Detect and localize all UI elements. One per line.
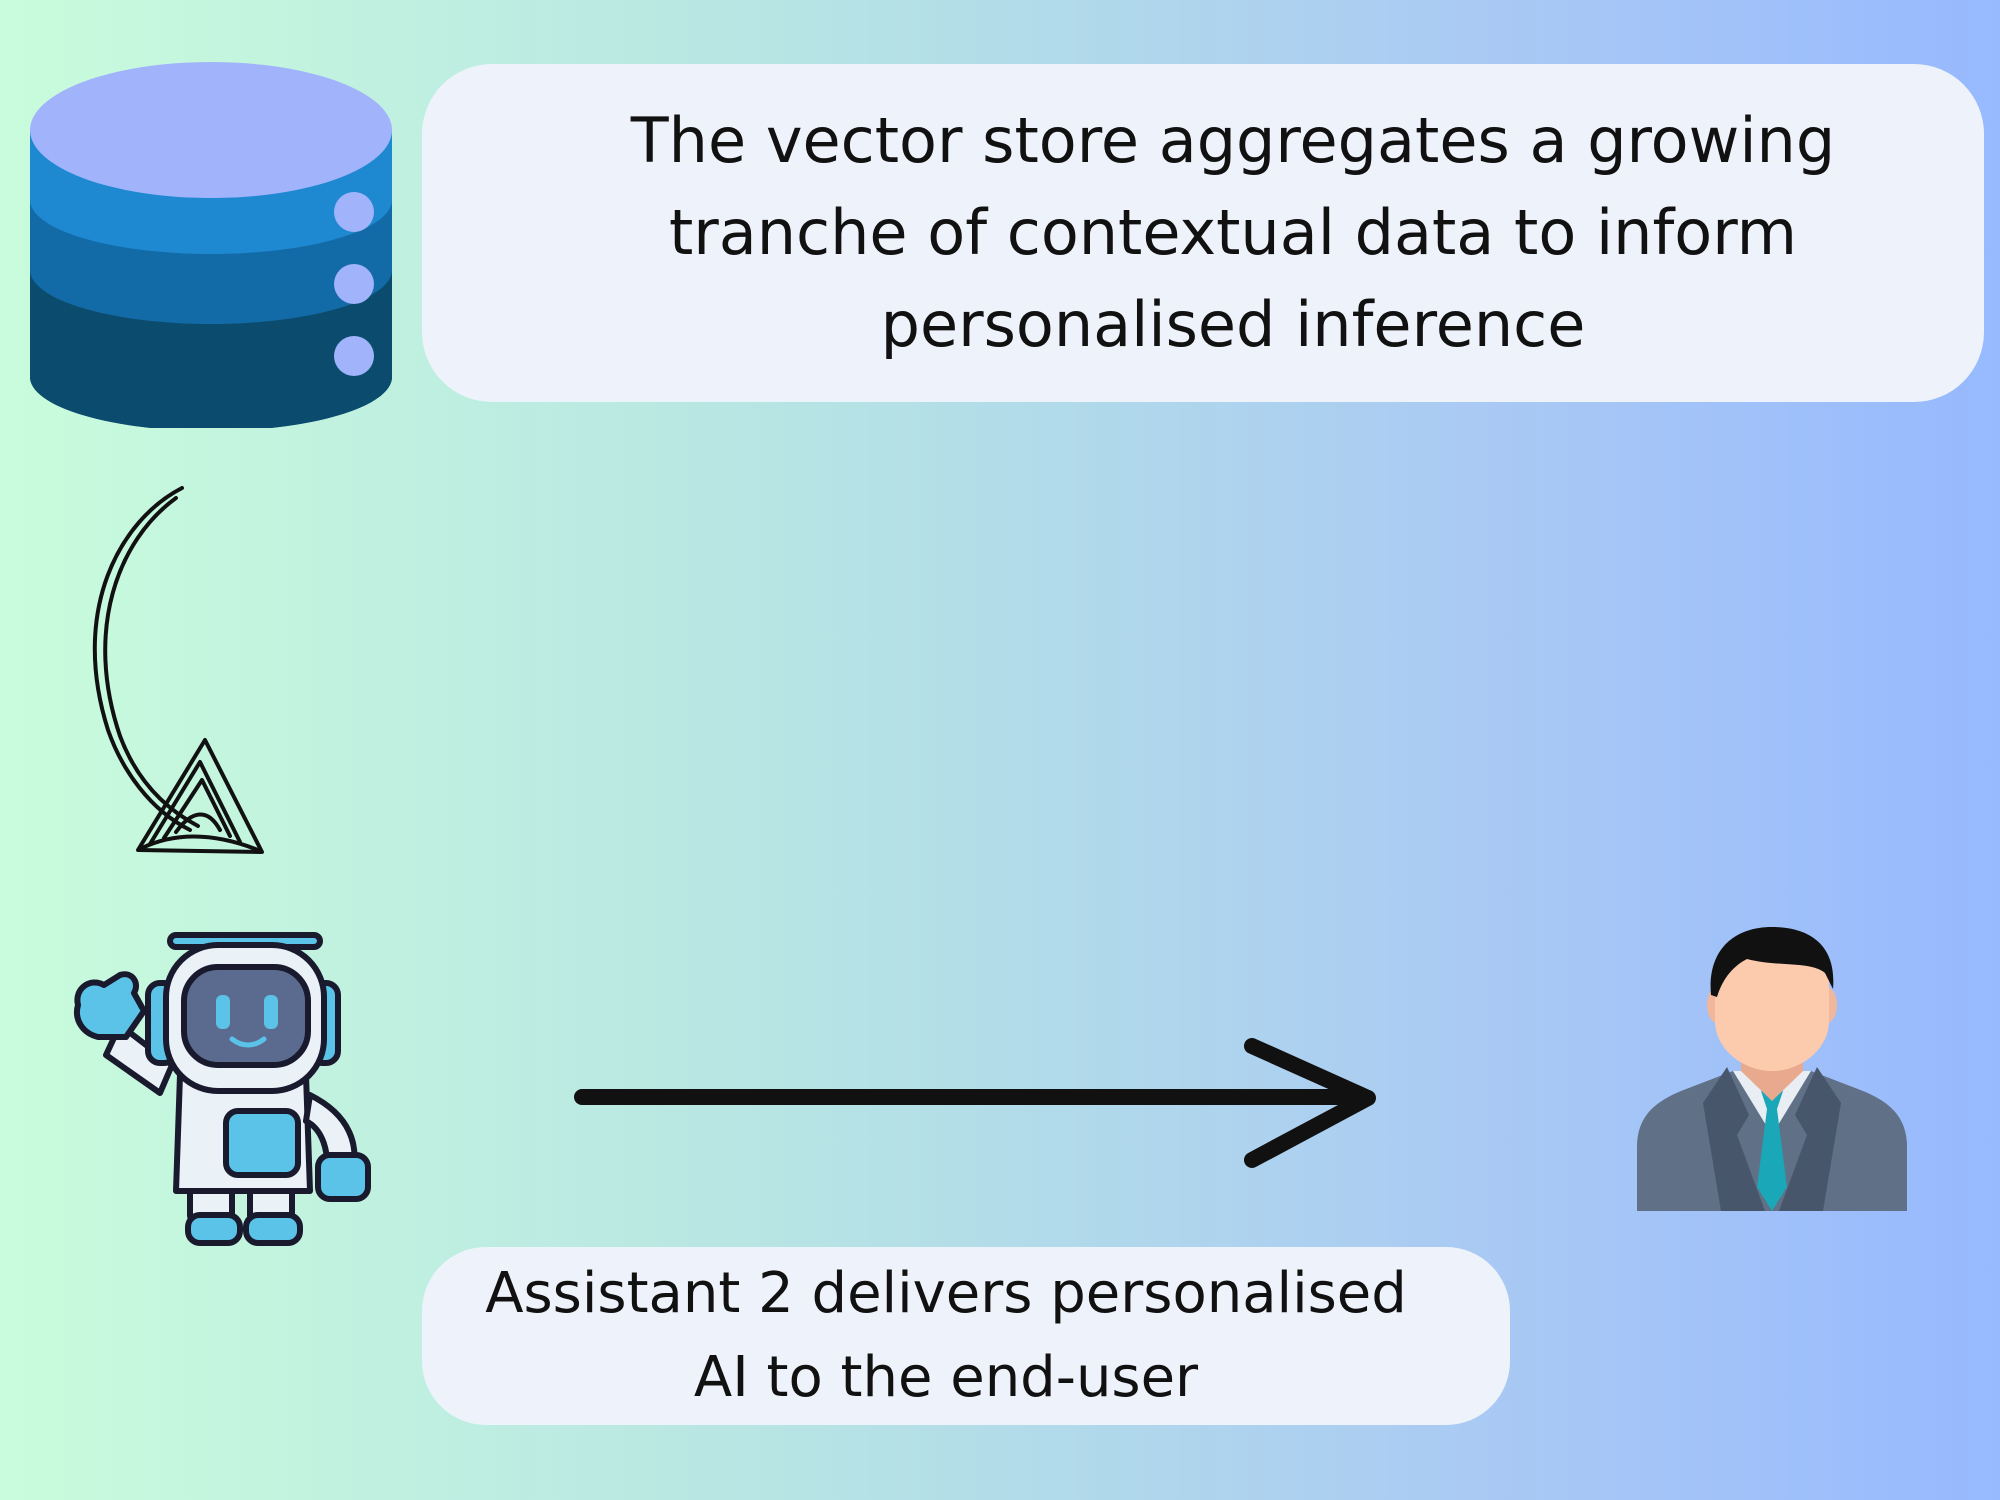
vector-store-caption-box: The vector store aggregates a growing tr… xyxy=(422,64,1984,402)
end-user-icon xyxy=(1637,927,1907,1211)
robot-assistant-icon xyxy=(74,932,371,1246)
delivery-caption-box: Assistant 2 delivers personalised AI to … xyxy=(422,1247,1510,1425)
database-icon xyxy=(30,62,392,428)
right-arrow-icon xyxy=(574,1038,1376,1168)
delivery-caption: Assistant 2 delivers personalised AI to … xyxy=(485,1261,1407,1410)
vector-store-caption: The vector store aggregates a growing tr… xyxy=(630,104,1836,361)
curved-arrow-icon xyxy=(92,486,264,854)
